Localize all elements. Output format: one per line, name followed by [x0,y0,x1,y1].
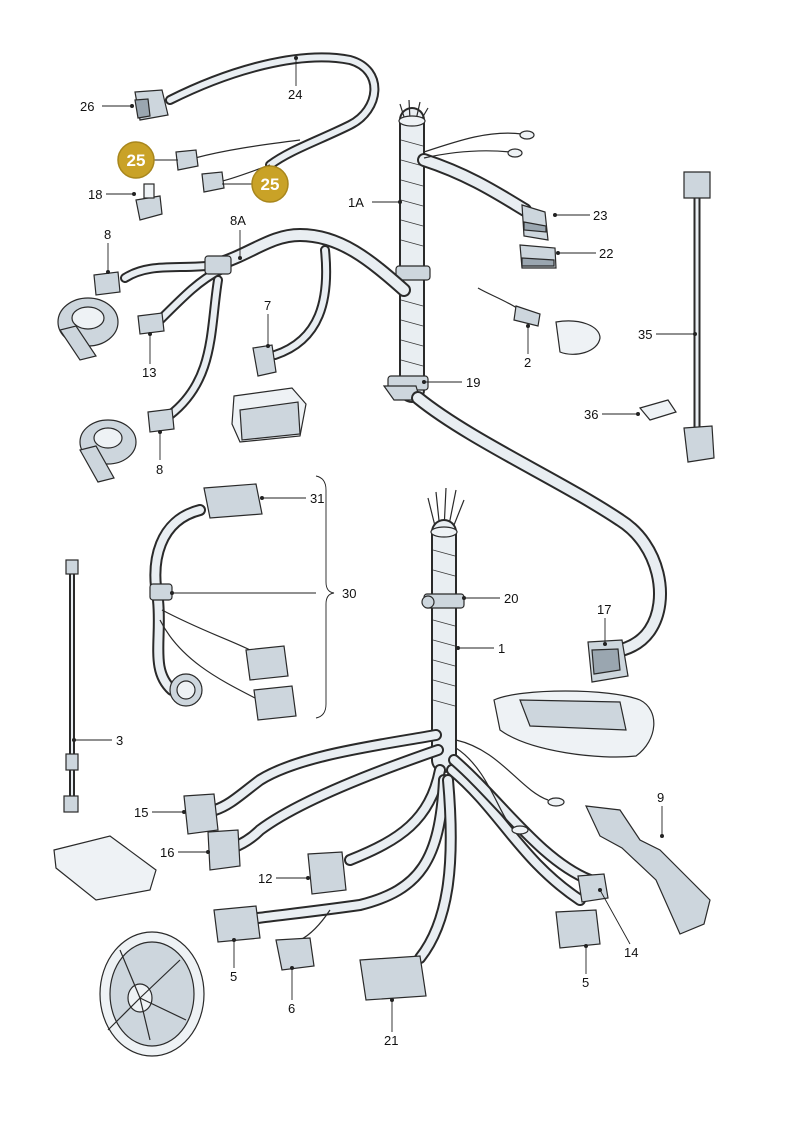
branch-right-upper [417,130,557,269]
branch-to-17 [411,391,667,683]
callout-8-bottom: 8 [156,462,163,477]
highlight-callout-25-upper[interactable]: 25 [117,141,178,179]
callout-26: 26 [80,99,94,114]
callout-8-top: 8 [104,227,111,242]
cooling-fan [99,931,205,1057]
connector-25-pair [175,149,225,193]
callout-25-upper: 25 [127,151,146,170]
harness-trunk-lower [421,487,465,773]
callout-31: 31 [310,491,324,506]
callout-labels: 26 24 18 8A 1A 23 22 8 7 13 2 35 19 36 8… [80,87,664,1048]
sub-harness-30 [149,475,335,721]
sub-harness-24 [134,52,380,183]
cable-35 [638,171,715,463]
callout-24: 24 [288,87,302,102]
bracket-9 [585,805,711,935]
callout-leaders [72,56,697,1032]
callout-19: 19 [466,375,480,390]
connectors-lower [183,793,609,1001]
control-module [53,835,157,901]
callout-20: 20 [504,591,518,606]
harness-trunk-upper [395,99,431,403]
callout-6: 6 [288,1001,295,1016]
callout-15: 15 [134,805,148,820]
callout-8a: 8A [230,213,246,228]
callout-17: 17 [597,602,611,617]
sub-harness-8a [93,228,411,433]
callout-23: 23 [593,208,607,223]
callout-21: 21 [384,1033,398,1048]
callout-36: 36 [584,407,598,422]
callout-25-lower: 25 [261,175,280,194]
callout-9: 9 [657,790,664,805]
branches-lower [209,729,596,964]
callout-13: 13 [142,365,156,380]
callout-35: 35 [638,327,652,342]
callout-1: 1 [498,641,505,656]
callout-18: 18 [88,187,102,202]
callout-2: 2 [524,355,531,370]
clip-19 [382,375,429,401]
callout-5-left: 5 [230,969,237,984]
callout-14: 14 [624,945,638,960]
ground-strap-3 [63,559,79,813]
relay-box [231,387,307,443]
callout-5-right: 5 [582,975,589,990]
callout-22: 22 [599,246,613,261]
horn-lower [79,419,137,483]
callout-12: 12 [258,871,272,886]
lamp-housing [493,690,655,758]
sensor-2 [477,287,601,355]
callout-1a: 1A [348,195,364,210]
callout-7: 7 [264,298,271,313]
callout-3: 3 [116,733,123,748]
horn-upper [57,297,119,361]
bolt-18 [135,183,163,221]
callout-30: 30 [342,586,356,601]
highlight-callout-25-lower[interactable]: 25 [222,165,289,203]
callout-16: 16 [160,845,174,860]
